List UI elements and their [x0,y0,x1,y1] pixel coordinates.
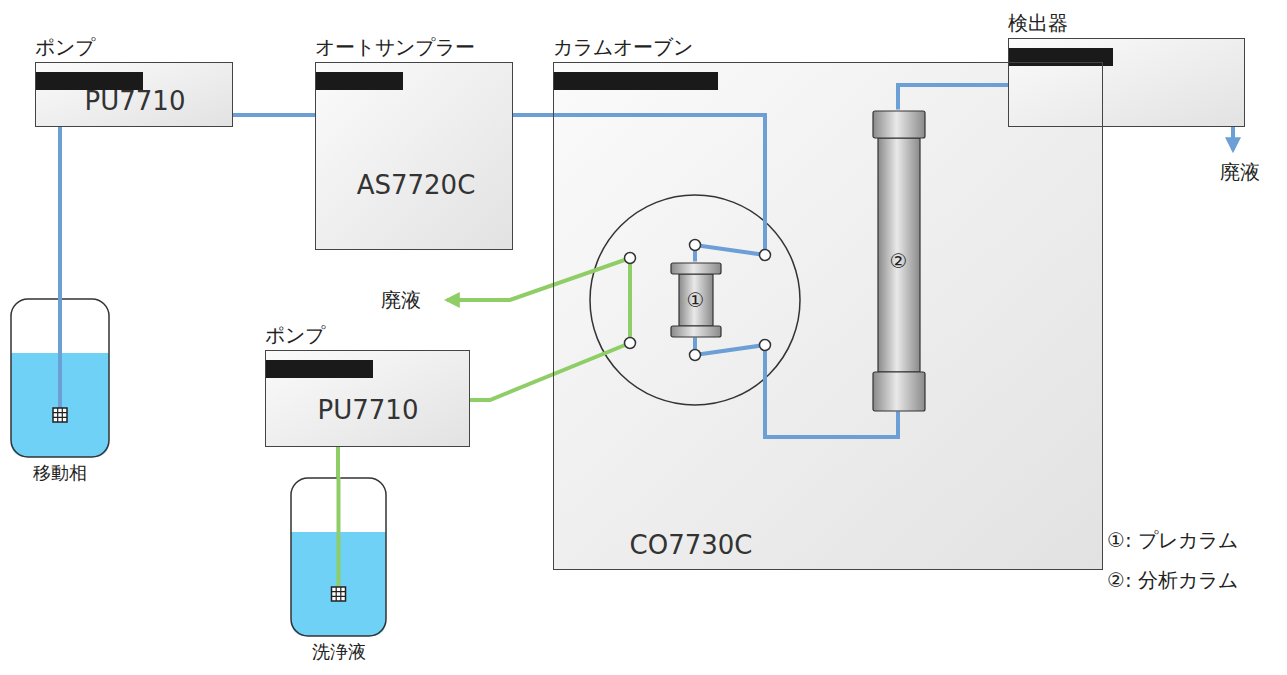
name-plate [315,72,403,90]
callout-number: ① [687,288,705,312]
waste-label: 廃液 [381,288,421,312]
waste-label: 廃液 [1220,160,1260,184]
wash-line [470,343,630,400]
autosampler-box: オートサンプラーAS7720C [315,62,513,250]
unit-name: オートサンプラー [315,35,475,59]
model-number: PU7710 [318,395,419,426]
box-fill [35,62,233,127]
valve-port [690,350,701,361]
column-oven-box: ①②カラムオーブンCO7730C [553,62,1103,570]
name-plate [1008,48,1113,66]
valve-port [760,340,771,351]
pipe-line [233,113,315,117]
pump-box: ポンプPU7710 [265,350,470,447]
precolumn: ① [670,262,722,338]
callout-number: ② [890,249,908,273]
pipe-line [898,85,1008,110]
waste-line [1231,127,1235,150]
unit-name: カラムオーブン [553,35,693,59]
analytical-column: ② [872,110,926,412]
model-number: CO7730C [630,530,753,561]
waste-line [447,258,630,343]
valve-port [690,240,701,251]
unit-name: ポンプ [35,35,95,59]
valve-port [625,253,636,264]
bottle-shape [10,298,110,458]
box-fill [553,62,1103,570]
box-fill [315,62,513,250]
valve-port [760,250,771,261]
valve-port [625,338,636,349]
solvent-bottle: 洗浄液 [290,477,387,637]
bottle-shape [290,477,387,637]
pump-box: ポンプPU7710 [35,62,233,127]
solvent-bottle: 移動相 [10,298,110,458]
bottle-label: 移動相 [33,462,87,484]
box-fill [265,350,470,447]
model-number: AS7720C [357,170,476,201]
pipe-line [58,127,62,298]
legend-note: ②: 分析カラム [1107,568,1238,592]
valve-circle [590,195,800,405]
legend-note: ①: プレカラム [1107,528,1238,552]
unit-name: 検出器 [1008,11,1068,35]
box-fill [1008,38,1245,127]
detector-box: 検出器 [1008,38,1245,127]
model-number: PU7710 [85,86,186,117]
pipe-line [513,115,765,262]
bottle-label: 洗浄液 [312,641,366,663]
pipe-line [695,338,898,438]
name-plate [553,72,718,90]
pipe-line [336,447,340,477]
unit-name: ポンプ [265,323,325,347]
name-plate [265,360,373,378]
